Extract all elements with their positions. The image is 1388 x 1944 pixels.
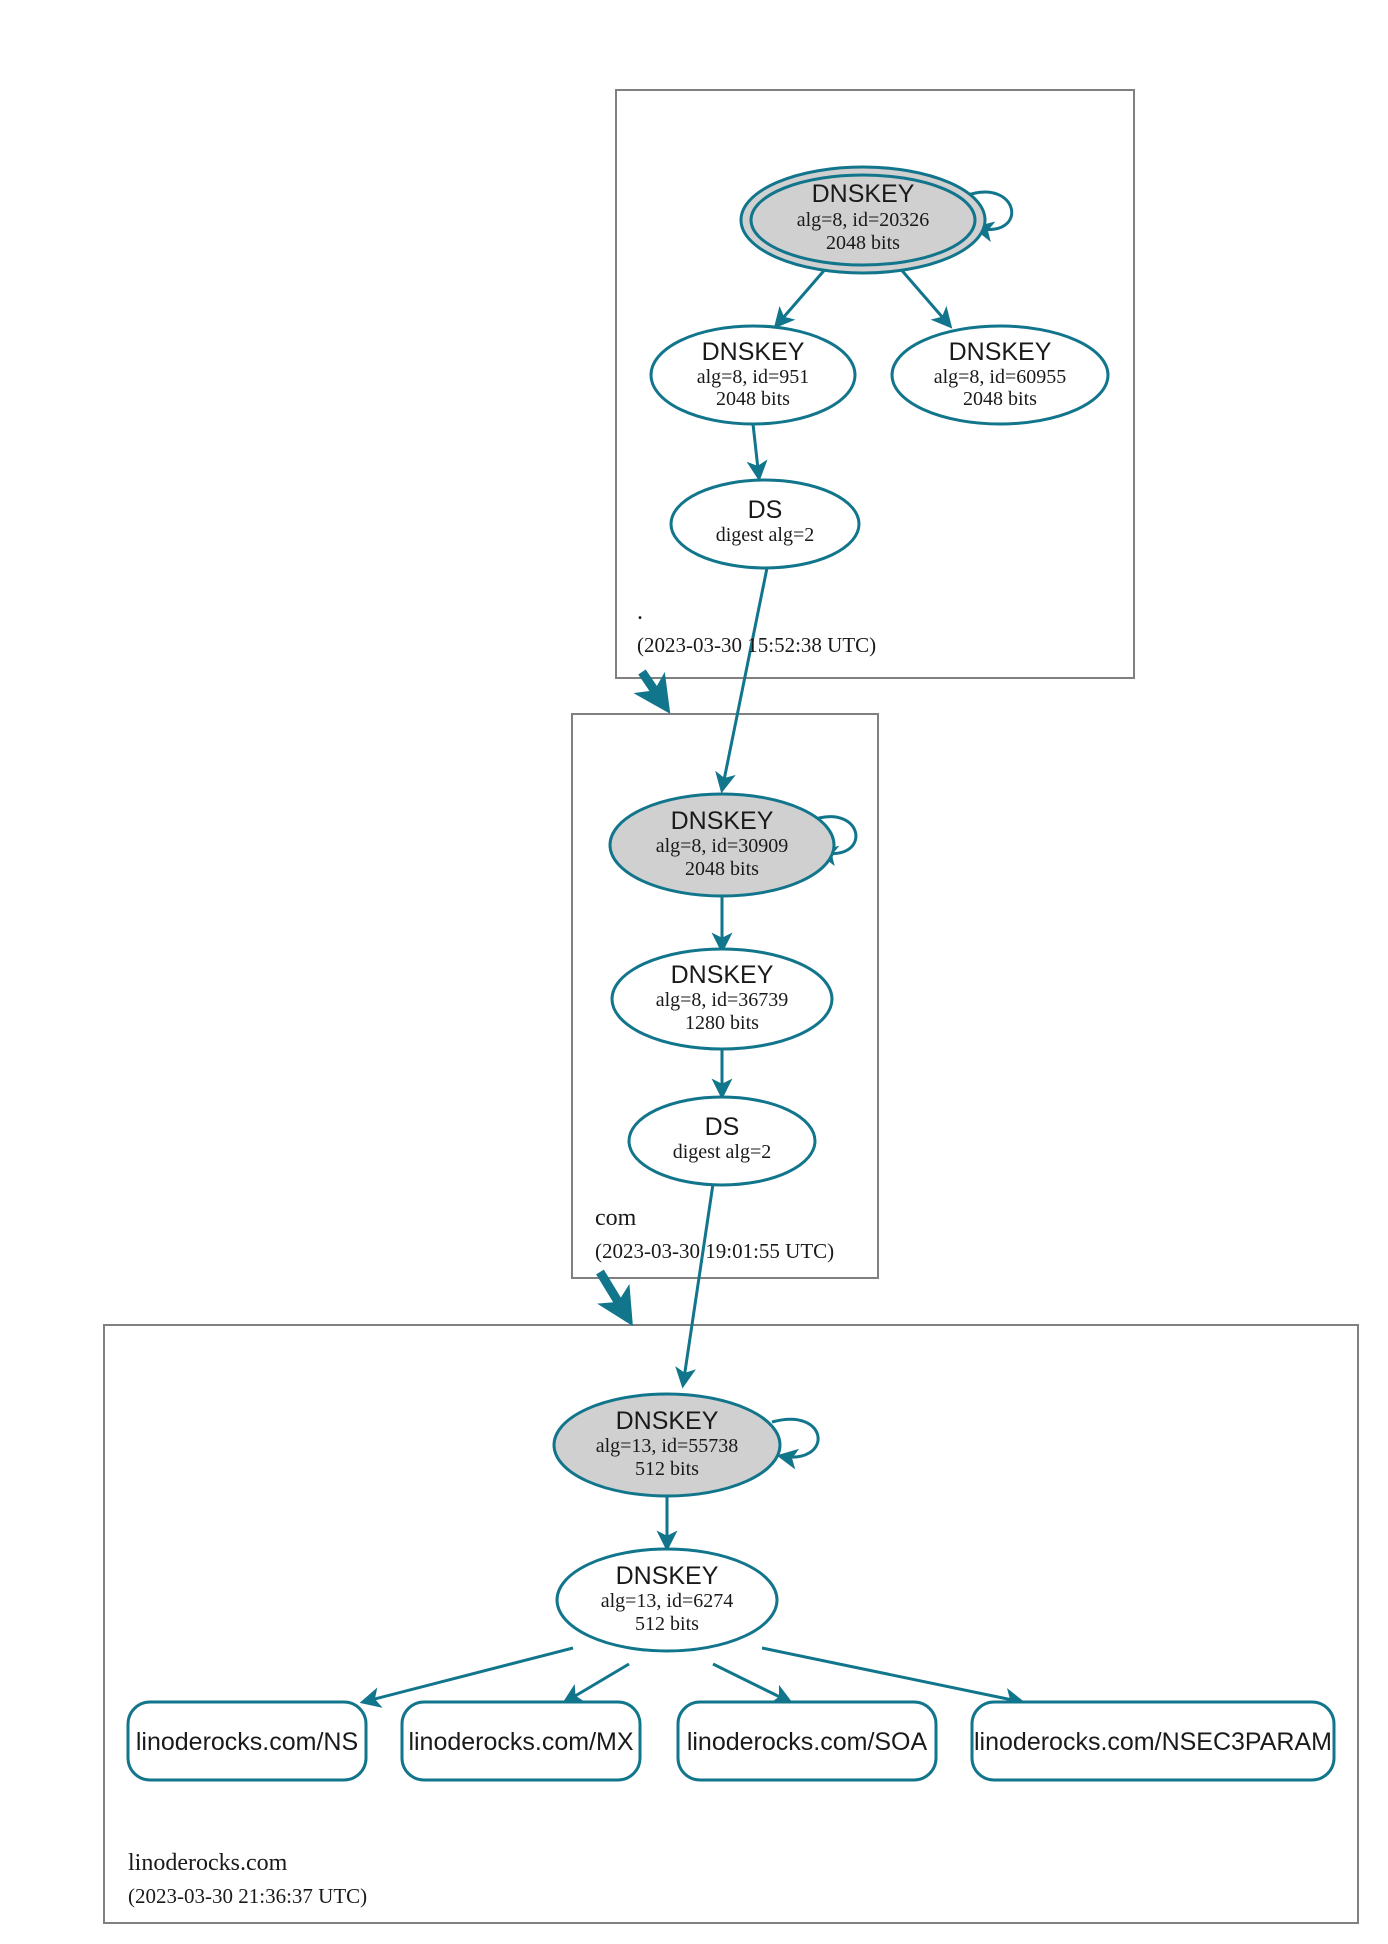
- zone-timestamp-com: (2023-03-30 19:01:55 UTC): [595, 1239, 834, 1263]
- node-label-line2: digest alg=2: [673, 1141, 772, 1163]
- node-outline: [676, 1700, 938, 1782]
- edge-root-ksk-to-zsk60955: [896, 265, 953, 329]
- node-label-title: DS: [748, 496, 783, 524]
- node-label-line2: alg=8, id=36739: [656, 989, 789, 1011]
- node-label-line3: 512 bits: [635, 1458, 699, 1480]
- node-label-line3: 2048 bits: [826, 232, 900, 254]
- node-dnskey-com-ksk-30909[interactable]: DNSKEY alg=8, id=30909 2048 bits: [608, 792, 836, 898]
- node-outline: [669, 478, 861, 570]
- node-outline: [555, 1547, 779, 1653]
- node-label-line3: 2048 bits: [716, 388, 790, 410]
- edge-root-ksk-to-zsk951: [773, 265, 830, 329]
- zone-timestamp-linoderocks: (2023-03-30 21:36:37 UTC): [128, 1884, 367, 1908]
- node-dnskey-root-ksk-20326[interactable]: DNSKEY alg=8, id=20326 2048 bits: [739, 165, 987, 275]
- edge-root-ds-to-com-ksk: [715, 567, 769, 794]
- node-outline: [970, 1700, 1336, 1782]
- node-label-title: DNSKEY: [812, 180, 915, 208]
- edge-root-zsk951-to-ds: [746, 423, 768, 482]
- node-label-line2: alg=8, id=60955: [934, 366, 1067, 388]
- node-dnskey-root-zsk-60955[interactable]: DNSKEY alg=8, id=60955 2048 bits: [890, 324, 1110, 426]
- zone-label-linoderocks: linoderocks.com: [128, 1850, 288, 1876]
- node-label-rrset: linoderocks.com/SOA: [687, 1728, 928, 1756]
- node-rrset-mx[interactable]: linoderocks.com/MX: [400, 1700, 642, 1782]
- node-ds-root-to-com[interactable]: DS digest alg=2: [669, 478, 861, 570]
- node-label-title: DS: [705, 1113, 740, 1141]
- node-label-title: DNSKEY: [702, 338, 805, 366]
- node-outline-inner: [749, 173, 977, 267]
- edge-delegation-com-to-linoderocks: [596, 1269, 633, 1327]
- edge-zsk6274-to-soa: [712, 1662, 794, 1704]
- node-label-rrset: linoderocks.com/NS: [136, 1728, 358, 1756]
- node-label-line2: digest alg=2: [716, 524, 815, 546]
- node-rrset-nsec3param[interactable]: linoderocks.com/NSEC3PARAM: [970, 1700, 1336, 1782]
- node-label-line3: 512 bits: [635, 1613, 699, 1635]
- zone-timestamp-root: (2023-03-30 15:52:38 UTC): [637, 633, 876, 657]
- node-outline: [649, 324, 857, 426]
- node-dnskey-root-zsk-951[interactable]: DNSKEY alg=8, id=951 2048 bits: [649, 324, 857, 426]
- edge-self-sign-root-ksk: [964, 190, 1014, 243]
- node-label-line3: 2048 bits: [963, 388, 1037, 410]
- node-outline: [627, 1095, 817, 1187]
- node-label-line3: 1280 bits: [685, 1012, 759, 1034]
- zone-label-root: .: [637, 599, 643, 625]
- node-dnskey-com-zsk-36739[interactable]: DNSKEY alg=8, id=36739 1280 bits: [610, 947, 834, 1051]
- edge-zsk6274-to-ns: [359, 1646, 574, 1708]
- node-label-rrset: linoderocks.com/MX: [408, 1728, 633, 1756]
- node-label-title: DNSKEY: [616, 1407, 719, 1435]
- edge-self-sign-linoderocks-ksk: [771, 1417, 820, 1470]
- node-dnskey-linoderocks-ksk-55738[interactable]: DNSKEY alg=13, id=55738 512 bits: [552, 1392, 782, 1498]
- node-label-title: DNSKEY: [671, 807, 774, 835]
- node-outline: [126, 1700, 368, 1782]
- node-label-line2: alg=8, id=30909: [656, 835, 789, 857]
- edge-zsk6274-to-nsec3param: [761, 1646, 1026, 1709]
- node-ds-com-to-linoderocks[interactable]: DS digest alg=2: [627, 1095, 817, 1187]
- node-label-line2: alg=8, id=951: [697, 366, 810, 388]
- node-label-title: DNSKEY: [671, 961, 774, 989]
- node-outline: [608, 792, 836, 898]
- edge-self-sign-com-ksk: [811, 815, 858, 867]
- node-dnskey-linoderocks-zsk-6274[interactable]: DNSKEY alg=13, id=6274 512 bits: [555, 1547, 779, 1653]
- node-outline: [890, 324, 1110, 426]
- node-label-line2: alg=13, id=55738: [596, 1435, 739, 1457]
- node-outline: [552, 1392, 782, 1498]
- node-rrset-soa[interactable]: linoderocks.com/SOA: [676, 1700, 938, 1782]
- node-label-line2: alg=8, id=20326: [797, 209, 930, 231]
- edge-zsk6274-to-mx: [561, 1662, 630, 1704]
- node-rrset-ns[interactable]: linoderocks.com/NS: [126, 1700, 368, 1782]
- node-label-rrset: linoderocks.com/NSEC3PARAM: [974, 1728, 1332, 1756]
- node-label-title: DNSKEY: [949, 338, 1052, 366]
- node-outline: [400, 1700, 642, 1782]
- node-label-line2: alg=13, id=6274: [601, 1590, 734, 1612]
- node-label-title: DNSKEY: [616, 1562, 719, 1590]
- edge-com-ds-to-linoderocks-ksk: [675, 1183, 715, 1389]
- zone-label-com: com: [595, 1205, 637, 1231]
- edge-delegation-root-to-com: [633, 669, 671, 714]
- node-outline: [610, 947, 834, 1051]
- node-label-line3: 2048 bits: [685, 858, 759, 880]
